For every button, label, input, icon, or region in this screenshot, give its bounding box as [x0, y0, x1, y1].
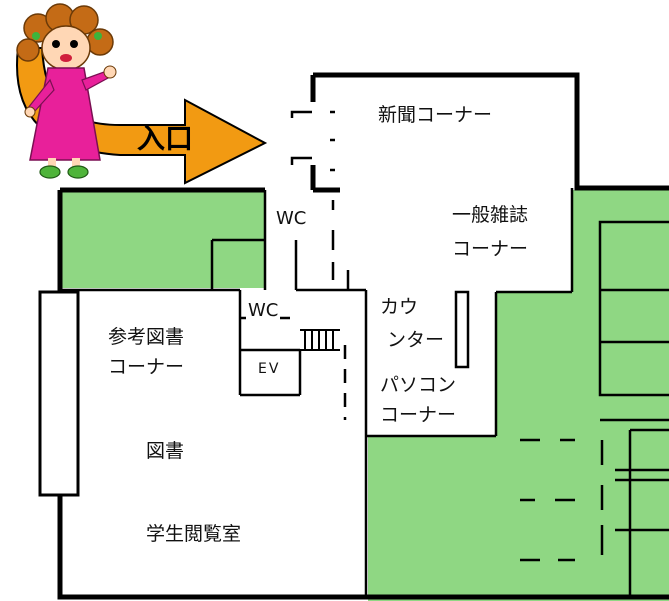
left-window: [38, 290, 80, 497]
right-wing-partitions: [520, 220, 669, 597]
counter-label-2: ンター: [387, 329, 445, 351]
stairs-icon: [300, 329, 340, 351]
newspaper-corner-label: 新聞コーナー: [378, 104, 493, 126]
entrance-door-marks: [290, 110, 335, 280]
magazine-corner-label-2: コーナー: [452, 238, 529, 260]
interior-walls: [60, 188, 574, 597]
counter-label-1: カウ: [380, 296, 419, 318]
green-middle-right: [496, 292, 572, 438]
ev-label: EV: [258, 361, 281, 377]
wc-upper-label: WC: [274, 208, 309, 229]
reference-corner-label-1: 参考図書: [108, 326, 185, 348]
girl-mascot-icon: [16, 3, 117, 179]
green-bottom-right: [368, 436, 572, 601]
magazine-corner-label-1: 一般雑誌: [452, 204, 529, 226]
pc-corner-label-1: パソコン: [380, 374, 457, 396]
reading-room-label: 学生閲覧室: [146, 523, 242, 545]
pc-corner-label-2: コーナー: [380, 404, 457, 426]
entrance-label: 入口: [137, 122, 194, 155]
reference-corner-label-2: コーナー: [108, 356, 185, 378]
counter-desk: [454, 290, 470, 369]
wc-lower-label: WC: [246, 300, 281, 321]
library-label: 図書: [146, 440, 185, 462]
